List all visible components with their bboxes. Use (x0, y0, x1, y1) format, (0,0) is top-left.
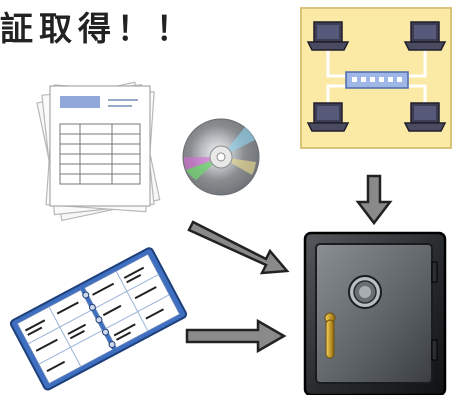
safe-handle (324, 312, 336, 359)
document-stack-icon (36, 81, 161, 222)
arrow-icon (187, 220, 290, 275)
laptop-icon (306, 21, 350, 51)
laptop-icon (403, 21, 447, 51)
page-heading: 証取得！！ (0, 9, 195, 48)
arrow-icon (185, 318, 287, 354)
arrow-icon (355, 174, 393, 226)
laptop-icon (403, 102, 447, 132)
laptop-icon (306, 102, 350, 132)
card-binder-icon (9, 247, 188, 391)
safe-icon (303, 231, 447, 395)
network-diagram-icon (300, 7, 452, 149)
safe-dial (348, 275, 382, 309)
cd-disc-icon (182, 118, 260, 196)
